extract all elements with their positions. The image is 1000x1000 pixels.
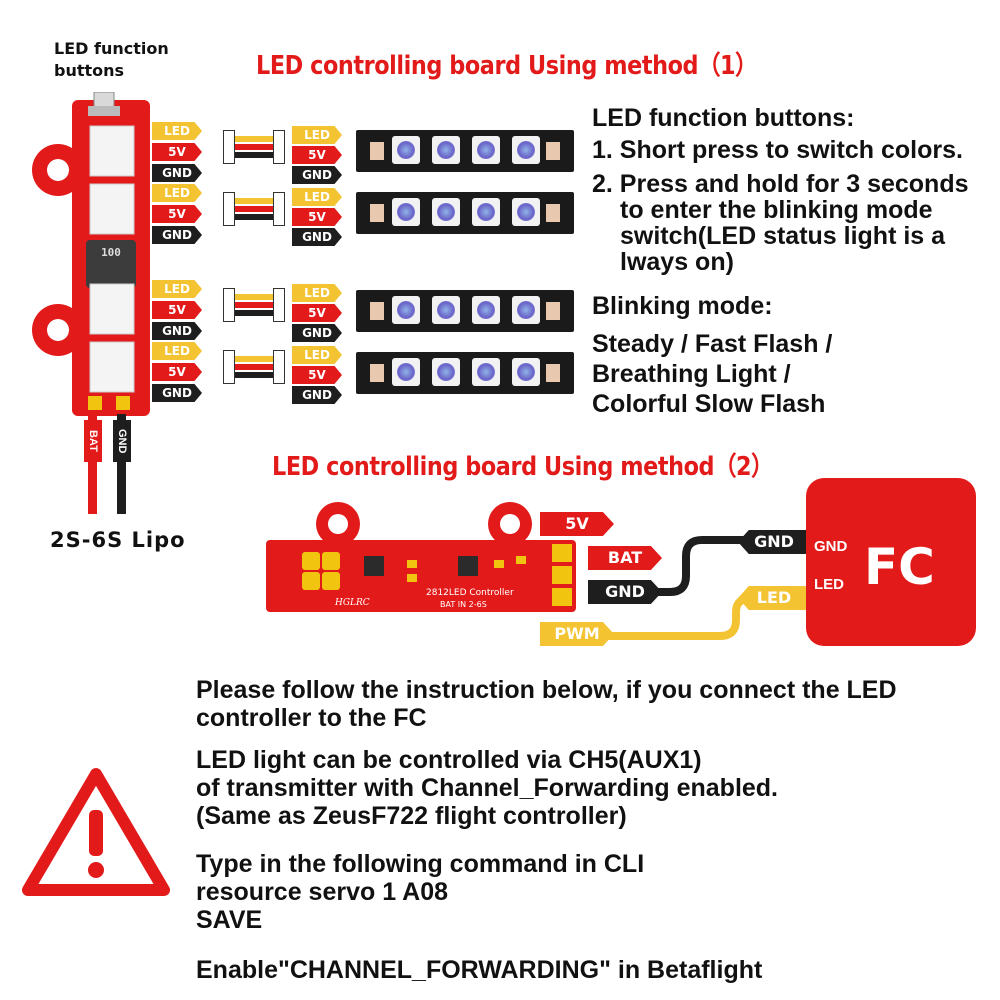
note2-line2: of transmitter with Channel_Forwarding e…: [196, 774, 779, 802]
fc-gnd-pin: GND: [814, 538, 848, 555]
led-strip: [356, 290, 574, 332]
tag-bat-board2: BAT: [588, 546, 662, 570]
tag-5v: 5V: [292, 146, 342, 164]
fc-led-wire-tag: LED: [738, 586, 810, 610]
instruction-2-line2: to enter the blinking mode: [620, 196, 933, 224]
led-strip: [356, 192, 574, 234]
tag-5v: 5V: [152, 205, 202, 223]
tag-gnd: GND: [292, 386, 342, 404]
led-strip: [356, 352, 574, 394]
tag-5v: 5V: [152, 143, 202, 161]
note3-line2: resource servo 1 A08: [196, 878, 449, 906]
note3-line3: SAVE: [196, 906, 263, 934]
tag-5v: 5V: [152, 363, 202, 381]
tag-led: LED: [152, 280, 202, 298]
tag-led: LED: [152, 342, 202, 360]
controller-board-1: [32, 92, 150, 416]
bat-wire: [88, 414, 97, 514]
note2-line1: LED light can be controlled via CH5(AUX1…: [196, 746, 702, 774]
tag-gnd: GND: [152, 164, 202, 182]
silk-title: 2812LED Controller: [426, 588, 514, 598]
tag-5v-board2: 5V: [540, 512, 614, 536]
gnd-wire-label: GND: [113, 420, 131, 462]
tag-gnd: GND: [152, 384, 202, 402]
instruction-2-line1: 2. Press and hold for 3 seconds: [592, 170, 969, 198]
tag-5v: 5V: [292, 304, 342, 322]
tag-led: LED: [152, 184, 202, 202]
tag-led: LED: [292, 126, 342, 144]
blinking-line3: Colorful Slow Flash: [592, 390, 826, 418]
bat-wire-label: BAT: [84, 420, 102, 462]
tag-led: LED: [292, 284, 342, 302]
controller-board-2: [266, 502, 576, 612]
tag-5v: 5V: [292, 208, 342, 226]
blinking-heading: Blinking mode:: [592, 292, 773, 320]
instruction-1: 1. Short press to switch colors.: [592, 136, 963, 164]
method1-title: LED controlling board Using method（1）: [256, 51, 758, 81]
tag-led: LED: [292, 346, 342, 364]
note3-line1: Type in the following command in CLI: [196, 850, 645, 878]
tag-gnd: GND: [152, 226, 202, 244]
tag-5v: 5V: [152, 301, 202, 319]
buttons-heading: LED function buttons:: [592, 104, 855, 132]
note2-line3: (Same as ZeusF722 flight controller): [196, 802, 627, 830]
tag-gnd: GND: [292, 324, 342, 342]
tag-led: LED: [292, 188, 342, 206]
blinking-line1: Steady / Fast Flash /: [592, 330, 833, 358]
tag-gnd-board2: GND: [588, 580, 662, 604]
warning-triangle-icon: [22, 768, 170, 896]
fc-label: FC: [864, 538, 935, 596]
fc-led-pin: LED: [814, 576, 844, 593]
method2-title: LED controlling board Using method（2）: [272, 452, 774, 482]
lipo-label: 2S-6S Lipo: [50, 528, 186, 552]
tag-gnd: GND: [292, 166, 342, 184]
tag-5v: 5V: [292, 366, 342, 384]
wire-plug: [223, 288, 285, 322]
tag-gnd: GND: [292, 228, 342, 246]
fc-gnd-wire-tag: GND: [738, 530, 810, 554]
wire-plug: [223, 130, 285, 164]
silk-brand: HGLRC: [335, 598, 370, 608]
tag-led: LED: [152, 122, 202, 140]
note1-line1: Please follow the instruction below, if …: [196, 676, 897, 704]
tag-gnd: GND: [152, 322, 202, 340]
buttons-label: LED function buttons: [54, 39, 169, 80]
wire-plug: [223, 192, 285, 226]
tag-pwm-board2: PWM: [540, 622, 614, 646]
gnd-wire: [117, 414, 126, 514]
flight-controller-box: GND LED FC: [806, 478, 976, 646]
instruction-2-line3: switch(LED status light is a: [620, 222, 946, 250]
wire-plug: [223, 350, 285, 384]
inductor-marking: 100: [101, 246, 121, 259]
silk-bat: BAT IN 2-6S: [440, 600, 487, 609]
note1-line2: controller to the FC: [196, 704, 427, 732]
instruction-2-line4: lways on): [620, 248, 734, 276]
led-strip: [356, 130, 574, 172]
blinking-line2: Breathing Light /: [592, 360, 791, 388]
note4: Enable"CHANNEL_FORWARDING" in Betaflight: [196, 956, 763, 984]
